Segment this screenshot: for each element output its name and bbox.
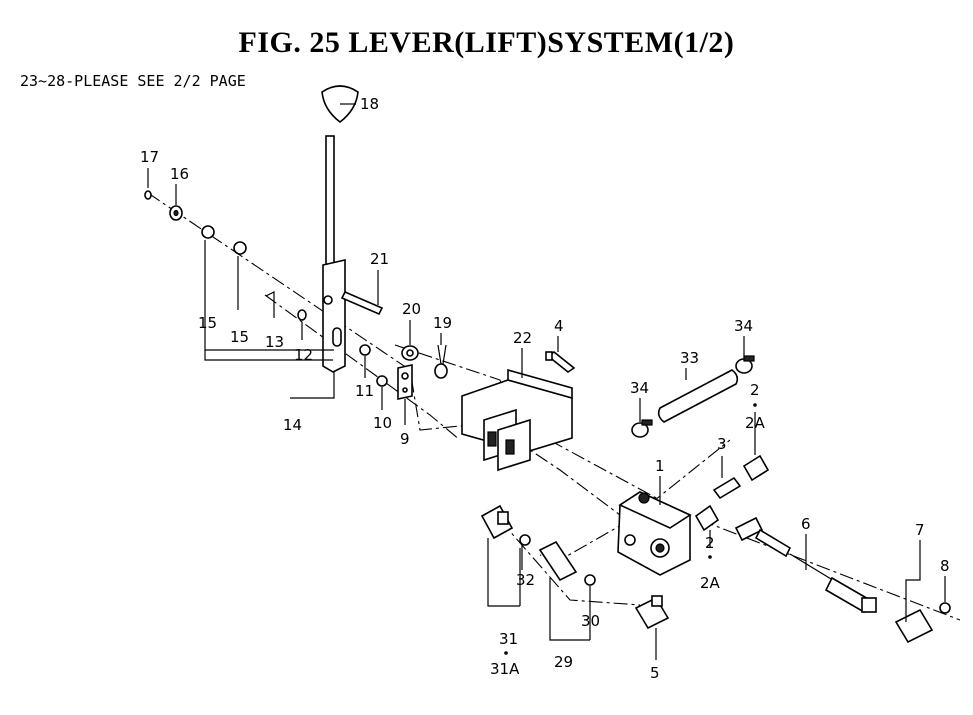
callout-11: 11 [355,382,374,400]
callout-13: 13 [265,333,284,351]
part-11-collar [359,344,371,356]
part-5-elbow [634,595,670,630]
callout-15-right: 15 [230,328,249,346]
part-7-elbow [894,608,934,644]
part-8-oring [939,602,951,614]
callout-2A-upper: 2A [745,414,766,432]
callout-9: 9 [400,430,410,448]
part-12-washer [297,309,307,321]
callout-2A-lower: 2A [700,574,721,592]
callout-33: 33 [680,349,699,367]
part-1-valve-body [617,491,692,576]
part-6-hose-assembly [734,516,877,614]
callout-15-left: 15 [198,314,217,332]
part-4-bolt [545,351,576,373]
part-2-elbow-upper [742,454,770,482]
part-19-spring [434,344,448,379]
callout-5: 5 [650,664,660,682]
callout-6: 6 [801,515,811,533]
part-34-clamp-lower [631,419,653,438]
callout-30: 30 [581,612,600,630]
callout-17: 17 [140,148,159,166]
part-20-washer [401,345,419,361]
part-10-nut [376,375,388,387]
callout-34-upper: 34 [734,317,753,335]
callout-8: 8 [940,557,950,575]
part-13-cotter [265,291,275,305]
part-22-mount-bracket [461,368,573,472]
part-31-elbow-fitting [480,504,514,540]
callout-2-lower: 2 [705,534,715,552]
leader-lines [147,103,946,660]
callout-4: 4 [554,317,564,335]
part-2-elbow-lower [694,504,720,532]
callout-22: 22 [513,329,532,347]
lever-rod [322,135,346,373]
part-21-pin [340,290,384,316]
part-32-oring [519,534,531,546]
callout-10: 10 [373,414,392,432]
callout-3: 3 [717,435,727,453]
callout-19: 19 [433,314,452,332]
callout-34-lower: 34 [630,379,649,397]
part-15-bushings [201,225,247,255]
figure-title: FIG. 25 LEVER(LIFT)SYSTEM(1/2) [238,26,735,59]
callout-1: 1 [655,457,665,475]
callout-31: 31 [499,630,518,648]
callout-7: 7 [915,521,925,539]
callout-16: 16 [170,165,189,183]
callout-14: 14 [283,416,302,434]
callout-12: 12 [294,346,313,364]
part-29-filter [538,540,578,582]
callout-31A: 31A [490,660,520,678]
callout-labels: 18 17 16 21 20 19 15 15 13 12 11 10 9 14… [140,95,950,682]
see-page-note: 23~28-PLEASE SEE 2/2 PAGE [20,72,246,90]
callout-29: 29 [554,653,573,671]
part-3-fitting [712,476,742,500]
part-30-oring [584,574,596,586]
callout-21: 21 [370,250,389,268]
part-17-ring [144,190,152,200]
callout-18: 18 [360,95,379,113]
callout-2-upper: 2 [750,381,760,399]
part-34-clamp-upper [735,355,755,374]
callout-20: 20 [402,300,421,318]
part-9-bracket [397,364,413,400]
part-16-washer [169,205,183,221]
part-33-hose [657,369,739,423]
callout-32: 32 [516,571,535,589]
